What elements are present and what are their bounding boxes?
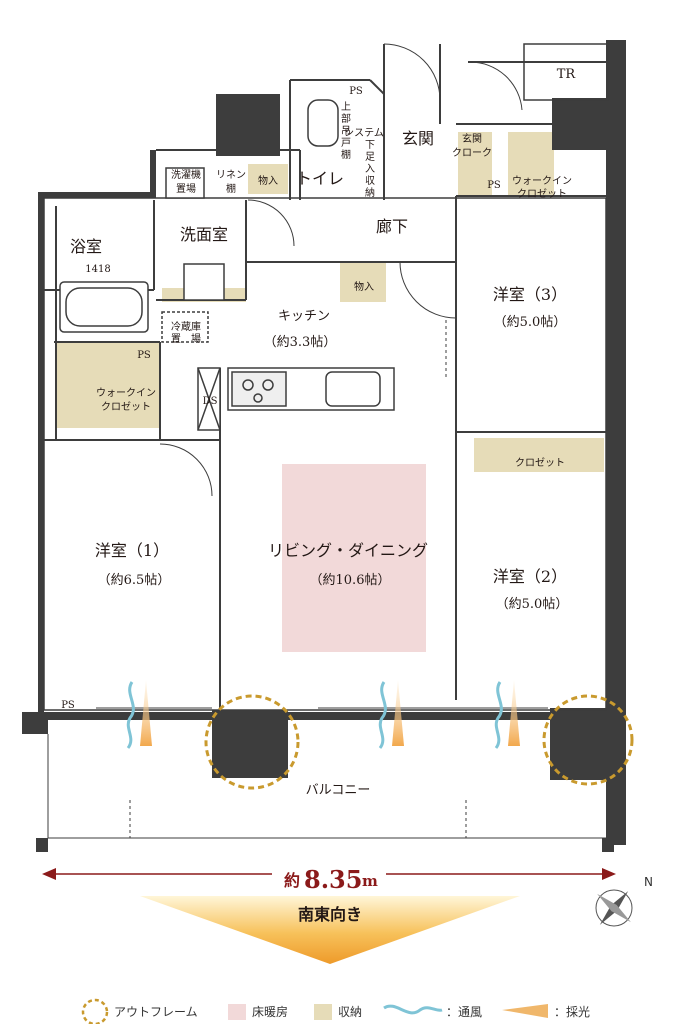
linen-label-2: 棚 bbox=[226, 182, 236, 195]
western2-label: 洋室（2） bbox=[493, 567, 567, 586]
toilet-shelf-4: 戸 bbox=[341, 137, 351, 149]
trunk-room bbox=[523, 43, 609, 101]
bath-fixtures bbox=[59, 99, 339, 343]
linen-label-1: リネン bbox=[216, 169, 246, 181]
shoe-storage-2: 足 bbox=[365, 151, 375, 163]
daylight-marks bbox=[140, 680, 520, 746]
outframe-circles bbox=[204, 694, 634, 790]
storage-label-1: 物入 bbox=[258, 174, 278, 187]
legend-floor-heating-label: 床暖房 bbox=[252, 1004, 288, 1019]
balcony-label: バルコニー bbox=[306, 783, 371, 798]
legend-ventilation-label: ：通風 bbox=[446, 1005, 482, 1019]
washroom-label: 洗面室 bbox=[180, 225, 228, 244]
legend-storage-label: 収納 bbox=[338, 1005, 362, 1019]
storage-fills bbox=[56, 132, 604, 472]
legend: アウトフレーム 床暖房 収納 ：通風 ：採光 bbox=[81, 998, 590, 1024]
dimension-arrow: 約 8.35 m bbox=[42, 865, 616, 894]
door-swings bbox=[159, 43, 523, 497]
washer-label-2: 置場 bbox=[176, 182, 196, 195]
entrance-cloak-1: 玄関 bbox=[462, 132, 482, 145]
shoe-storage-5: 収 bbox=[365, 175, 375, 187]
ds-label: DS bbox=[203, 396, 218, 407]
ps-label-entrance: PS bbox=[487, 180, 501, 191]
shoe-storage-3: 入 bbox=[365, 164, 375, 175]
room-labels: 浴室 1418 洗面室 洗濯機 置場 リネン 棚 物入 物入 トイレ 上 部 吊… bbox=[61, 67, 576, 798]
bath-size-label: 1418 bbox=[85, 264, 110, 275]
shoe-storage-1: 下 bbox=[365, 140, 375, 151]
wic-top-2: クロゼット bbox=[517, 188, 567, 200]
kitchen-label: キッチン bbox=[278, 309, 330, 324]
legend-outframe-icon bbox=[81, 998, 109, 1024]
fridge-label-2: 置 場 bbox=[171, 332, 201, 345]
dimension-value: 8.35 bbox=[304, 865, 362, 894]
western1-size-label: （約6.5帖） bbox=[98, 573, 171, 588]
wic-left-2: クロゼット bbox=[101, 401, 151, 413]
legend-ventilation-icon bbox=[383, 1004, 443, 1015]
toilet-shelf-5: 棚 bbox=[341, 148, 351, 161]
ps-label-wic: PS bbox=[137, 350, 151, 361]
storage-label-2: 物入 bbox=[354, 280, 374, 293]
legend-floor-heating-icon bbox=[228, 1004, 246, 1020]
floor-heating-area bbox=[282, 464, 426, 652]
fridge-label-1: 冷蔵庫 bbox=[171, 320, 201, 333]
western1-label: 洋室（1） bbox=[95, 541, 169, 560]
orientation-banner: 南東向き bbox=[140, 896, 520, 964]
entrance-label: 玄関 bbox=[402, 129, 434, 148]
wic-left-1: ウォークイン bbox=[96, 387, 156, 399]
exterior-walls bbox=[22, 40, 626, 852]
orientation-label: 南東向き bbox=[298, 905, 362, 924]
legend-daylight-label: ：採光 bbox=[554, 1005, 590, 1019]
hallway-label: 廊下 bbox=[376, 217, 408, 236]
toilet-shelf-2: 部 bbox=[341, 112, 351, 125]
tr-label: TR bbox=[557, 67, 577, 82]
legend-daylight-icon bbox=[502, 1004, 548, 1018]
kitchen-size-label: （約3.3帖） bbox=[264, 335, 337, 350]
kitchen-counter bbox=[197, 367, 395, 431]
shoe-storage-6: 納 bbox=[365, 186, 375, 199]
ventilation-marks bbox=[126, 681, 503, 749]
bath-label: 浴室 bbox=[70, 237, 102, 256]
western3-label: 洋室（3） bbox=[493, 285, 567, 304]
ps-label-toilet: PS bbox=[349, 86, 363, 97]
washer-label-1: 洗濯機 bbox=[171, 168, 201, 181]
legend-storage-icon bbox=[314, 1004, 332, 1020]
shoe-storage-4: システム bbox=[344, 127, 384, 139]
dimension-unit: m bbox=[362, 872, 378, 890]
compass-icon: N bbox=[595, 875, 653, 927]
western3-size-label: （約5.0帖） bbox=[494, 315, 567, 330]
western2-size-label: （約5.0帖） bbox=[496, 597, 569, 612]
toilet-shelf-3: 吊 bbox=[341, 125, 351, 137]
toilet-label: トイレ bbox=[296, 169, 344, 188]
living-label: リビング・ダイニング bbox=[268, 541, 428, 560]
ps-label-balcony: PS bbox=[61, 700, 75, 711]
toilet-shelf-1: 上 bbox=[341, 101, 351, 113]
entrance-cloak-2: クローク bbox=[452, 147, 492, 159]
legend-outframe-label: アウトフレーム bbox=[114, 1005, 198, 1019]
wic-top-1: ウォークイン bbox=[512, 175, 572, 187]
window-sashes bbox=[47, 707, 606, 839]
compass-n-label: N bbox=[644, 875, 653, 889]
dimension-prefix: 約 bbox=[284, 871, 300, 890]
closet-label: クロゼット bbox=[515, 457, 565, 469]
living-size-label: （約10.6帖） bbox=[310, 573, 391, 588]
